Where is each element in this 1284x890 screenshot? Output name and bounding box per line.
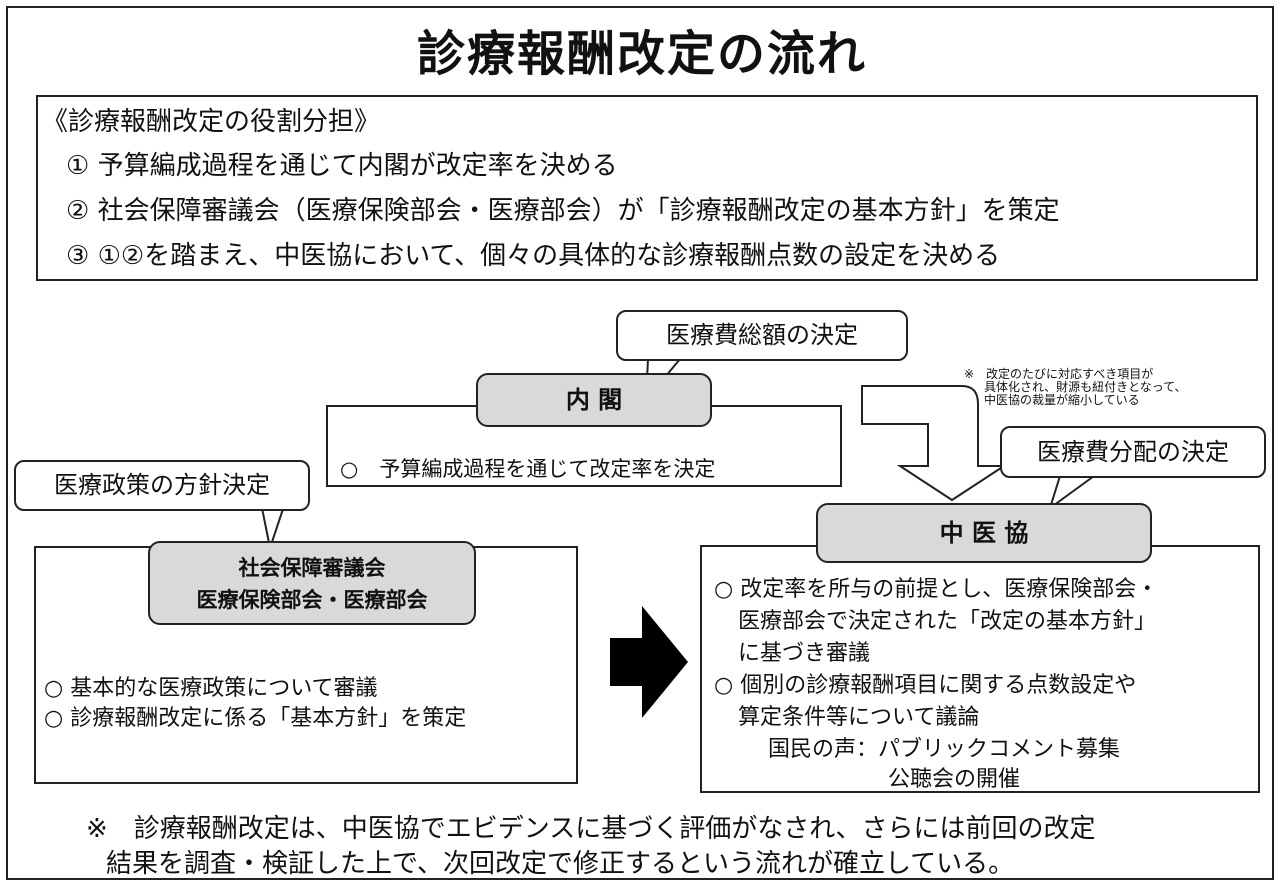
chuikyo-line-5: 算定条件等について議論 <box>738 705 980 730</box>
cabinet-box: ○ 予算編成過程を通じて改定率を決定 <box>326 405 842 487</box>
scope-note-line-1: ※ 改定のたびに対応すべき項目が <box>964 367 1154 381</box>
council-label-line-1: 社会保障審議会 <box>238 556 386 580</box>
black-arrow <box>610 606 688 718</box>
council-label-line-2: 医療保険部会・医療部会 <box>196 588 428 612</box>
cabinet-callout: 医療費総額の決定 <box>616 310 908 361</box>
chuikyo-line-2: 医療部会で決定された「改定の基本方針」 <box>738 609 1157 634</box>
page-title: 診療報酬改定の流れ <box>416 26 867 82</box>
council-item-1: ○ 基本的な医療政策について審議 <box>44 676 378 701</box>
bent-arrow <box>861 385 1008 502</box>
scope-note-line-3: 中医協の裁量が縮小している <box>984 393 1140 407</box>
scope-note-line-2: 具体化され、財源も紐付きとなって、 <box>984 380 1187 394</box>
chuikyo-line-4: ○ 個別の診療報酬項目に関する点数設定や <box>714 673 1137 698</box>
cabinet-item: ○ 予算編成過程を通じて改定率を決定 <box>340 457 716 481</box>
footer-line-1: ※ 診療報酬改定は、中医協でエビデンスに基づく評価がなされ、さらには前回の改定 <box>86 814 1096 844</box>
chuikyo-line-1: ○ 改定率を所与の前提とし、医療保険部会・ <box>714 577 1159 602</box>
public-voice-line-1: 国民の声：パブリックコメント募集 <box>768 737 1121 762</box>
footer-line-2: 結果を調査・検証した上で、次回改定で修正するという流れが確立している。 <box>106 849 1015 879</box>
chuikyo-line-3: に基づき審議 <box>738 641 871 666</box>
council-item-2: ○ 診療報酬改定に係る「基本方針」を策定 <box>44 706 467 731</box>
chuikyo-box: ○ 改定率を所与の前提とし、医療保険部会・ 医療部会で決定された「改定の基本方針… <box>700 545 1260 793</box>
chuikyo-callout: 医療費分配の決定 <box>1000 426 1266 478</box>
public-voice-line-2: 公聴会の開催 <box>888 767 1021 792</box>
council-callout: 医療政策の方針決定 <box>14 460 310 511</box>
role-item-3: ③ ①②を踏まえ、中医協において、個々の具体的な診療報酬点数の設定を決める <box>66 241 1001 271</box>
role-item-2: ② 社会保障審議会（医療保険部会・医療部会）が「診療報酬改定の基本方針」を策定 <box>66 196 1060 226</box>
roles-box: 《診療報酬改定の役割分担》 ① 予算編成過程を通じて内閣が改定率を決める ② 社… <box>36 95 1258 281</box>
role-item-1: ① 予算編成過程を通じて内閣が改定率を決める <box>66 151 618 181</box>
council-label: 社会保障審議会 医療保険部会・医療部会 <box>148 541 476 625</box>
roles-heading: 《診療報酬改定の役割分担》 <box>42 107 381 137</box>
cabinet-label: 内 閣 <box>476 373 712 427</box>
chuikyo-label: 中 医 協 <box>816 503 1152 563</box>
